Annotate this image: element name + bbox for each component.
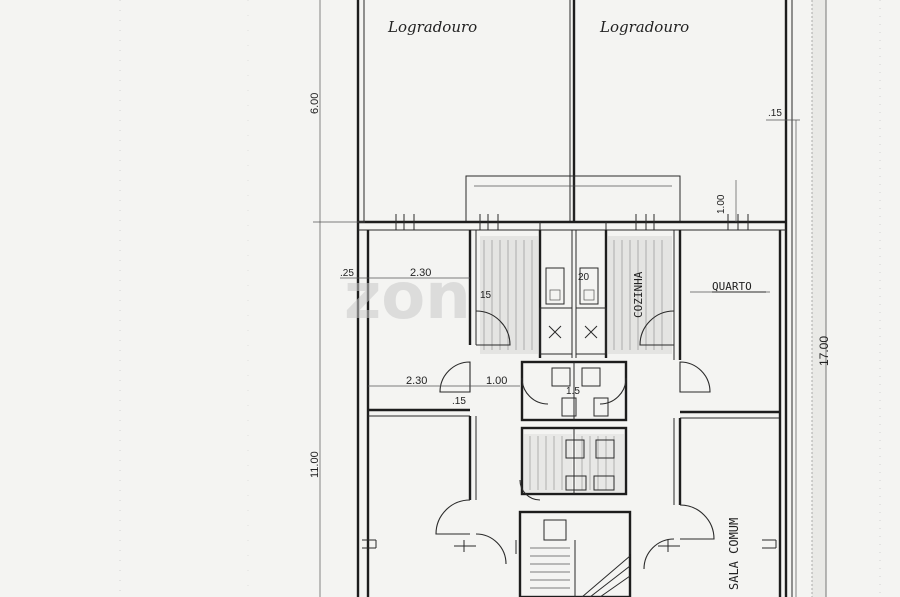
dim-15-mid: .15 [452, 396, 466, 407]
dim-1-00-top: 1.00 [716, 194, 727, 214]
dim-11-00: 11.00 [309, 451, 321, 478]
label-kitchen: COZINHA [632, 271, 645, 318]
dim-2-30-top: 2.30 [410, 267, 431, 279]
dim-15-kitchen: 15 [480, 290, 492, 301]
label-common-room: SALA COMUM [727, 518, 741, 590]
door-swings [435, 310, 715, 570]
bath-fixtures [551, 367, 615, 491]
label-patio-left: Logradouro [387, 18, 477, 36]
dim-25: .25 [340, 268, 354, 279]
dim-1-00-mid: 1.00 [486, 375, 507, 387]
label-bedroom: QUARTO [712, 280, 752, 293]
label-patio-right: Logradouro [599, 18, 689, 36]
dim-17-00: 17.00 [817, 336, 831, 366]
scan-edge [812, 0, 826, 597]
kitchen-fixtures [539, 267, 607, 355]
dim-2-30-mid: 2.30 [406, 375, 427, 387]
watermark: zon [344, 260, 471, 334]
building-walls [358, 220, 786, 597]
dim-6-00: 6.00 [309, 93, 321, 114]
wall-ticks [362, 214, 777, 554]
stair-treads [530, 519, 631, 597]
dim-20: 20 [578, 272, 590, 283]
dim-15-top: .15 [768, 108, 782, 119]
dimension-lines [313, 0, 800, 597]
dim-1-5: 1.5 [566, 386, 580, 397]
